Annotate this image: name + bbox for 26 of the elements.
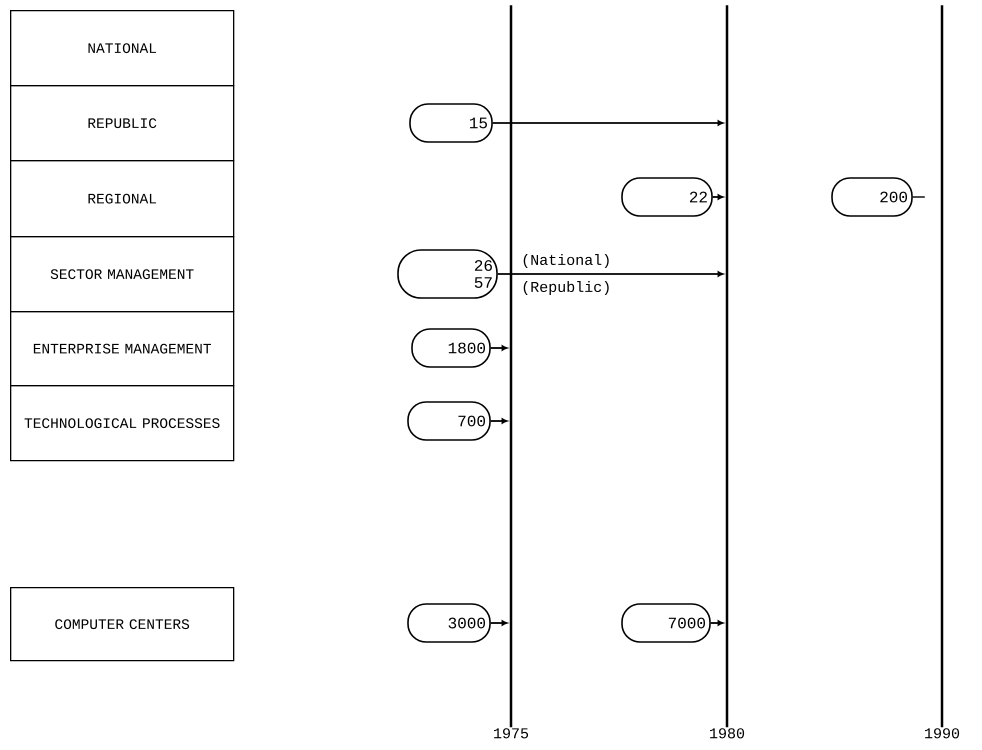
- count-pill: 26 57: [397, 249, 498, 299]
- arrow: [492, 120, 724, 126]
- level-box: COMPUTER CENTERS: [10, 587, 234, 662]
- count-pill: 700: [407, 401, 491, 441]
- arrow: [710, 620, 724, 626]
- count-pill: 22: [621, 177, 713, 217]
- count-pill: 200: [831, 177, 913, 217]
- count-pill: 15: [409, 103, 493, 143]
- arrow: [490, 620, 508, 626]
- level-box: TECHNOLOGICAL PROCESSES: [10, 385, 234, 462]
- level-box: REGIONAL: [10, 160, 234, 238]
- count-pill: 1800: [411, 328, 491, 368]
- count-pill: 3000: [407, 603, 491, 643]
- level-box: NATIONAL: [10, 10, 234, 86]
- arrow: [712, 194, 724, 200]
- count-pill: 7000: [621, 603, 711, 643]
- level-note: (Republic): [520, 280, 612, 296]
- level-box: REPUBLIC: [10, 85, 234, 162]
- arrow: [490, 418, 508, 424]
- level-note: (National): [520, 253, 612, 269]
- year-line: 1980: [710, 5, 744, 738]
- year-line: 1990: [925, 5, 960, 738]
- arrow: [498, 271, 724, 277]
- arrow: [490, 345, 508, 351]
- level-box: ENTERPRISE MANAGEMENT: [10, 311, 234, 386]
- level-box: SECTOR MANAGEMENT: [10, 236, 234, 312]
